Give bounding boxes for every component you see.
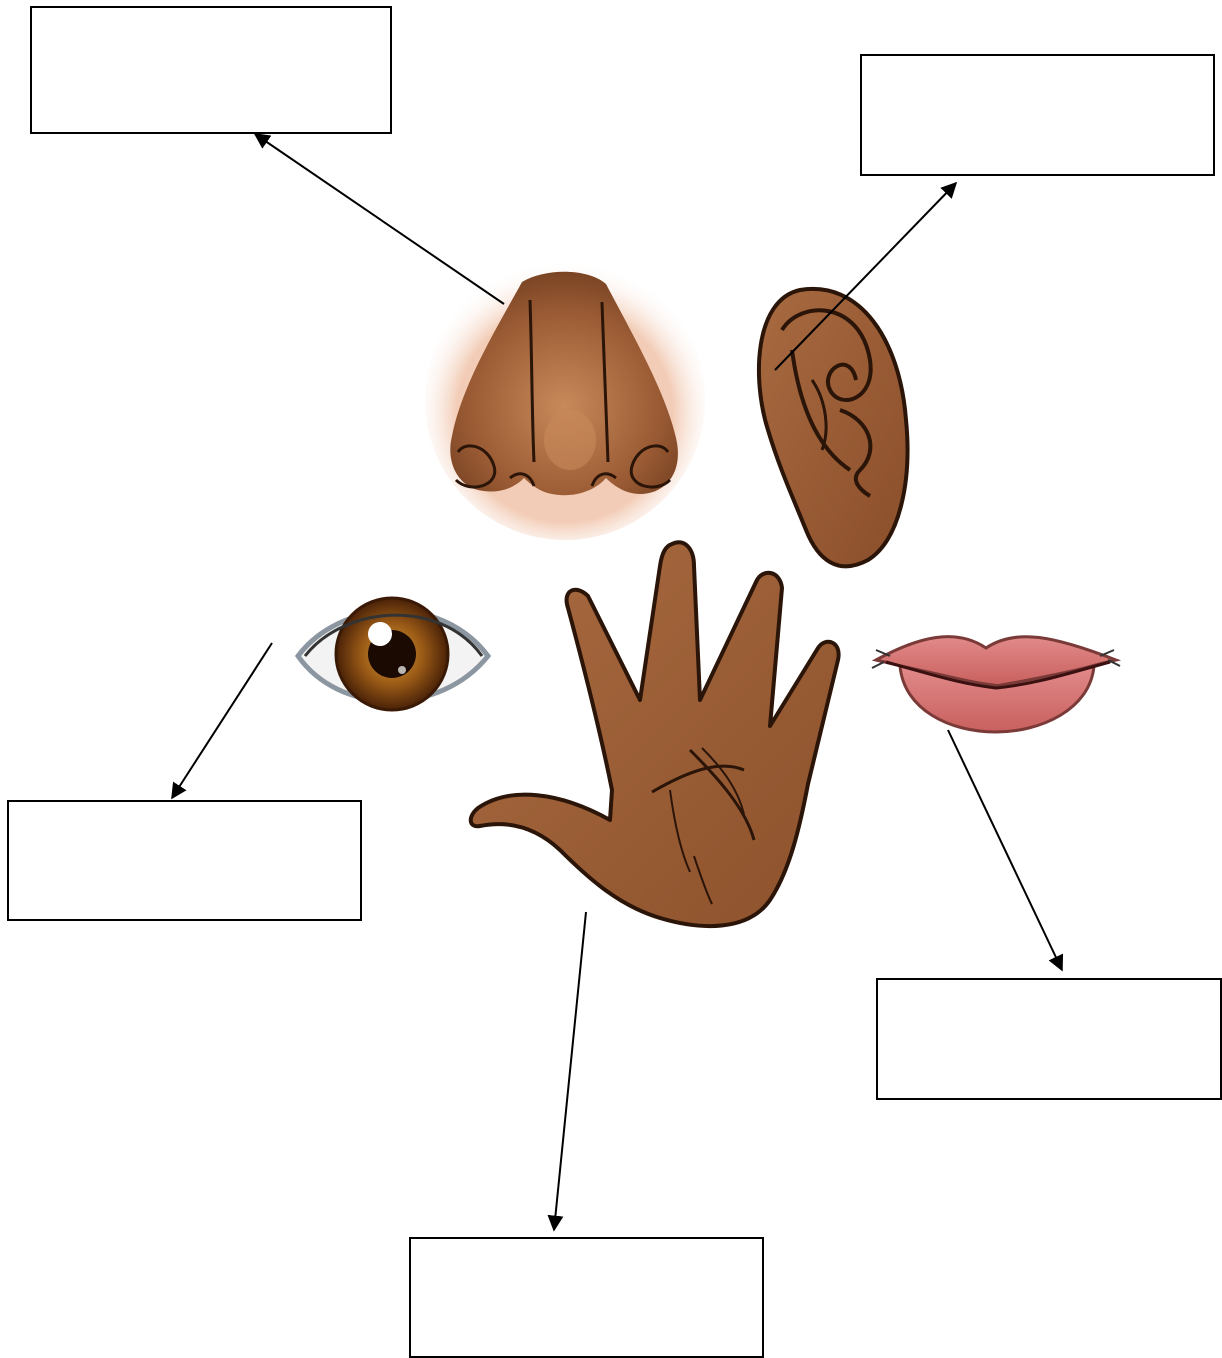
eye-arrow <box>172 643 272 798</box>
eye-icon <box>298 598 488 710</box>
ear-label-box[interactable] <box>860 54 1215 176</box>
hand-arrow <box>554 912 586 1230</box>
eye-label-box[interactable] <box>7 800 362 921</box>
nose-label <box>32 8 390 132</box>
mouth-label <box>878 980 1220 1098</box>
hand-label-box[interactable] <box>409 1237 764 1358</box>
mouth-label-box[interactable] <box>876 978 1222 1100</box>
ear-icon <box>759 289 908 566</box>
nose-label-box[interactable] <box>30 6 392 134</box>
mouth-arrow <box>948 730 1062 970</box>
nose-arrow <box>255 134 504 304</box>
hand-label <box>411 1239 762 1356</box>
mouth-icon <box>872 637 1120 732</box>
eye-label <box>9 802 360 919</box>
nose-icon <box>425 260 705 540</box>
ear-label <box>862 56 1213 174</box>
hand-icon <box>471 542 839 926</box>
